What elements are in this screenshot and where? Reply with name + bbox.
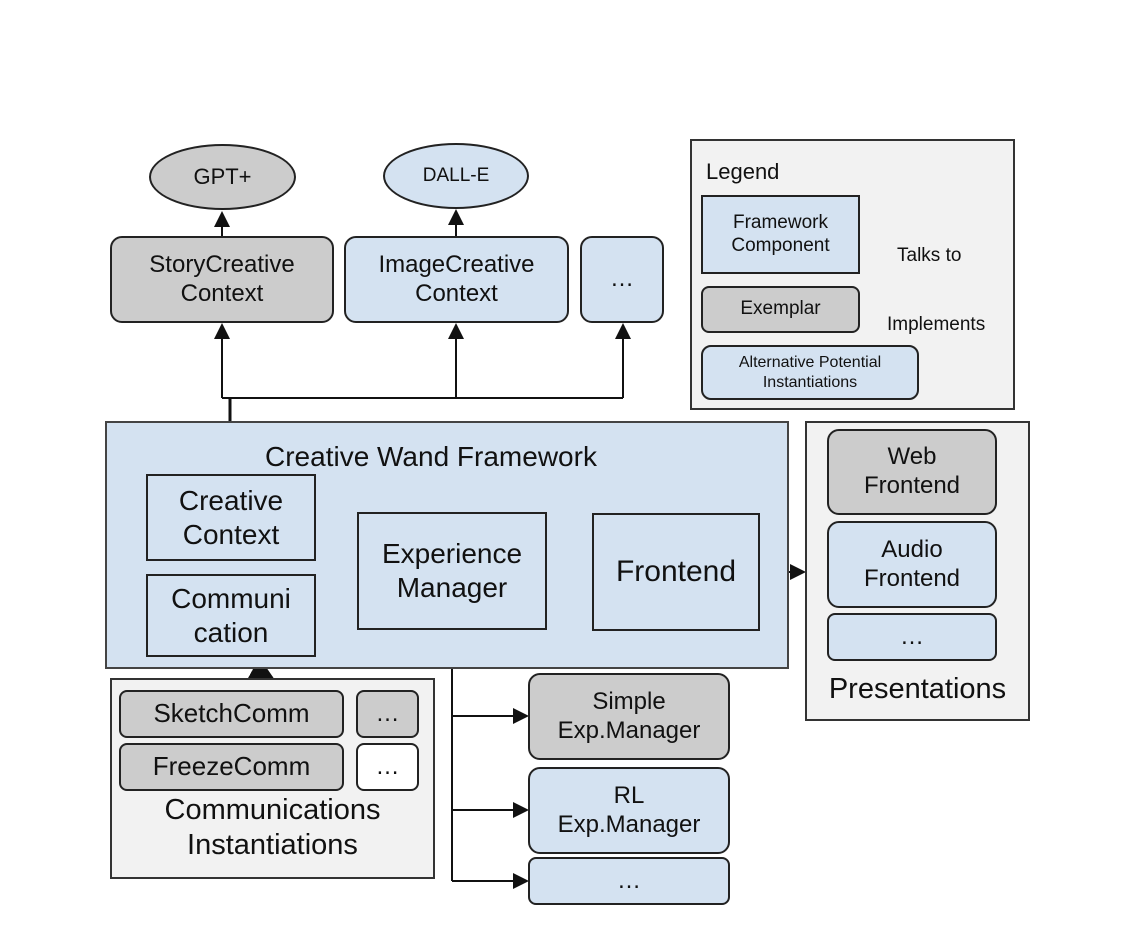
dalle-model-label: DALL-E: [422, 165, 490, 186]
rl-exp-manager: RL Exp.Manager: [528, 767, 730, 854]
more-exp-manager-label: …: [617, 866, 641, 894]
legend-framework-component: Framework Component: [701, 195, 860, 274]
rl-exp-manager-label: RL Exp.Manager: [557, 781, 701, 838]
web-frontend: Web Frontend: [827, 429, 997, 515]
communication-label: Communi cation: [171, 582, 291, 648]
legend-alternative: Alternative Potential Instantiations: [701, 345, 919, 400]
simple-exp-manager-label: Simple Exp.Manager: [557, 687, 701, 744]
story-creative-context-label: StoryCreative Context: [149, 250, 295, 307]
dalle-model-node: DALL-E: [383, 143, 529, 209]
creative-context-component: Creative Context: [146, 474, 316, 561]
legend-implements-label: Implements: [887, 314, 986, 335]
image-creative-context-label: ImageCreative Context: [378, 250, 535, 307]
communication-component: Communi cation: [146, 574, 316, 657]
gpt-model-label: GPT+: [193, 164, 252, 189]
frontend-component: Frontend: [592, 513, 760, 631]
presentations-panel: Web Frontend Audio Frontend … Presentati…: [805, 421, 1030, 721]
experience-manager-component: Experience Manager: [357, 512, 547, 630]
more-comm-white: …: [356, 743, 419, 791]
more-comm-grey: …: [356, 690, 419, 738]
web-frontend-label: Web Frontend: [863, 443, 961, 499]
image-creative-context: ImageCreative Context: [344, 236, 569, 323]
presentations-title: Presentations: [828, 673, 1007, 705]
legend-title: Legend: [706, 159, 780, 184]
more-context: …: [580, 236, 664, 323]
communications-panel: SketchComm … FreezeComm … Communications…: [110, 678, 435, 879]
freeze-comm-label: FreezeComm: [152, 751, 311, 782]
audio-frontend-label: Audio Frontend: [863, 535, 961, 592]
legend-alternative-label: Alternative Potential Instantiations: [738, 354, 882, 391]
story-creative-context: StoryCreative Context: [110, 236, 334, 323]
more-frontend: …: [827, 613, 997, 661]
more-comm-grey-label: …: [375, 699, 400, 727]
more-context-label: …: [610, 265, 634, 293]
more-frontend-label: …: [900, 622, 924, 650]
frontend-label: Frontend: [615, 555, 737, 588]
audio-frontend: Audio Frontend: [827, 521, 997, 608]
legend-panel: Legend Framework Component Exemplar Alte…: [690, 139, 1015, 410]
legend-framework-component-label: Framework Component: [731, 211, 830, 256]
experience-manager-label: Experience Manager: [381, 538, 523, 603]
sketch-comm: SketchComm: [119, 690, 344, 738]
more-comm-white-label: …: [375, 752, 400, 780]
freeze-comm: FreezeComm: [119, 743, 344, 791]
gpt-model-node: GPT+: [149, 144, 296, 210]
simple-exp-manager: Simple Exp.Manager: [528, 673, 730, 760]
legend-talks-to-label: Talks to: [897, 245, 962, 266]
framework-title: Creative Wand Framework: [265, 441, 597, 472]
legend-exemplar: Exemplar: [701, 286, 860, 333]
more-exp-manager: …: [528, 857, 730, 905]
creative-context-label: Creative Context: [178, 484, 284, 550]
sketch-comm-label: SketchComm: [153, 698, 310, 729]
communications-title: Communications Instantiations: [164, 794, 381, 861]
legend-exemplar-label: Exemplar: [740, 298, 821, 320]
